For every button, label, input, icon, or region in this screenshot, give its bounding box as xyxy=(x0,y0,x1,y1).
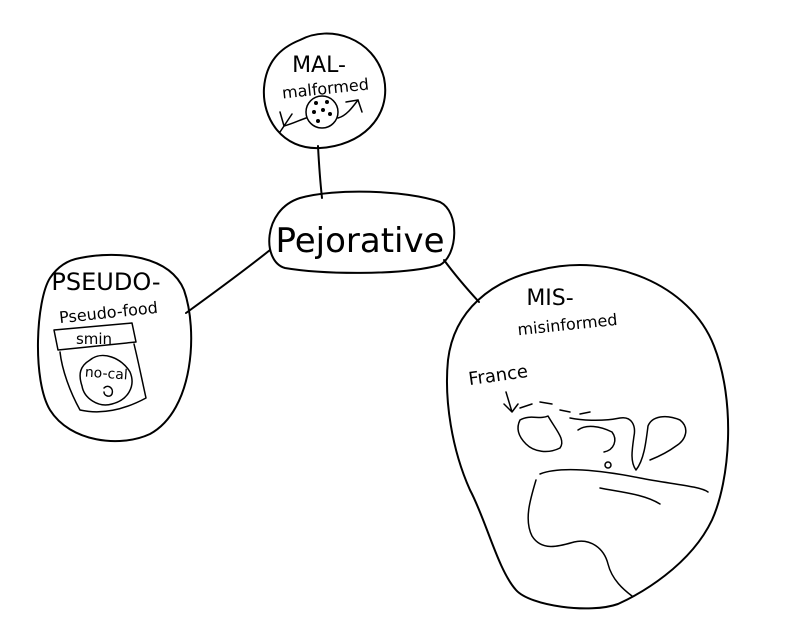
food-package-icon: smin no-cal xyxy=(53,322,147,413)
mal-node: MAL- malformed xyxy=(262,32,387,150)
malformed-figure-icon xyxy=(279,95,363,133)
pseudo-example: Pseudo-food xyxy=(58,298,159,327)
pseudo-package-text: no-cal xyxy=(84,365,128,384)
pseudo-prefix: PSEUDO- xyxy=(51,268,160,296)
mis-node: MIS- misinformed France xyxy=(445,264,730,610)
connector-center-to-mal xyxy=(317,145,323,199)
center-node-outline xyxy=(268,190,456,274)
mal-node-outline xyxy=(262,32,387,150)
center-node: Pejorative xyxy=(268,190,456,274)
pseudo-node: PSEUDO- Pseudo-food smin no-cal xyxy=(37,253,193,443)
connector-center-to-pseudo xyxy=(185,249,271,314)
mis-prefix: MIS- xyxy=(526,286,573,311)
map-label-france: France xyxy=(467,361,529,390)
mal-example: malformed xyxy=(281,75,370,103)
france-arrow xyxy=(503,391,519,413)
pseudo-wrapper-text: smin xyxy=(76,330,112,348)
mal-prefix: MAL- xyxy=(292,53,346,78)
world-map-icon xyxy=(503,391,709,597)
mis-example: misinformed xyxy=(517,310,619,339)
center-node-label: Pejorative xyxy=(275,221,444,261)
mis-node-outline xyxy=(445,264,730,610)
connector-center-to-mis xyxy=(443,259,480,303)
pseudo-node-outline xyxy=(37,253,193,443)
